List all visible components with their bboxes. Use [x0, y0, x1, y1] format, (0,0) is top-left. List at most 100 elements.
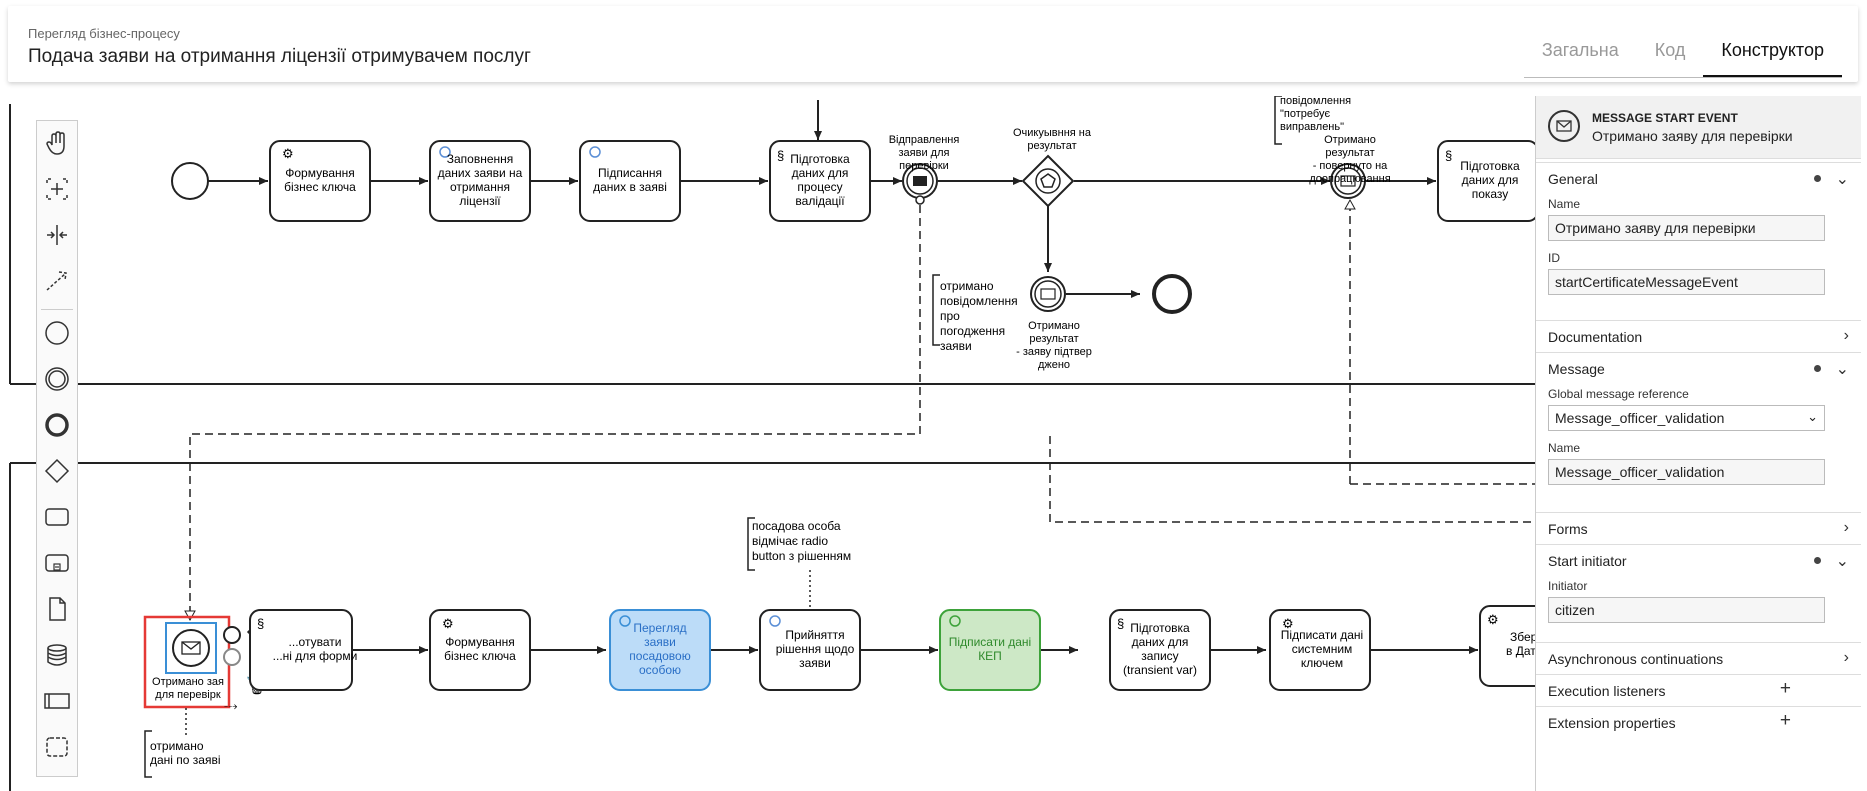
- task-decision[interactable]: Прийняття рішення щодо заяви: [759, 609, 861, 691]
- svg-text:⚙: ⚙: [282, 146, 294, 161]
- event-based-gateway[interactable]: Очикуывння на результат: [1013, 127, 1092, 208]
- connect-tool-icon[interactable]: [43, 266, 71, 294]
- lasso-tool-icon[interactable]: [43, 175, 71, 203]
- received-fix-event[interactable]: Отримано результат - повернуто на доопра…: [1309, 134, 1391, 199]
- send-message-event[interactable]: Відправлення заяви для перевірки: [889, 134, 960, 205]
- task-fill-application[interactable]: Заповнення даних заяви на отримання ліце…: [429, 140, 531, 222]
- chevron-down-icon[interactable]: ⌄: [1835, 361, 1849, 378]
- svg-text:повідомлення: повідомлення: [940, 294, 1018, 308]
- initiator-field[interactable]: citizen: [1548, 597, 1825, 623]
- annotation-received-data: отримано дані по заяві: [144, 708, 221, 778]
- annotation-agreement: отримано повідомлення про погодження зая…: [932, 274, 1018, 353]
- name-label: Name: [1548, 197, 1581, 211]
- group-documentation[interactable]: Documentation ›: [1536, 320, 1861, 351]
- svg-text:отримано: отримано: [940, 279, 994, 293]
- task-save-data-factory[interactable]: ⚙ Зберегти в Дата ф...: [1479, 605, 1535, 687]
- svg-text:Підготовка: Підготовка: [790, 152, 850, 166]
- group-forms[interactable]: Forms ›: [1536, 512, 1861, 543]
- group-general-title[interactable]: General: [1548, 171, 1598, 187]
- group-extension-properties-title[interactable]: Extension properties: [1548, 715, 1676, 731]
- task-prepare-record[interactable]: § Підготовка даних для запису (transient…: [1109, 609, 1211, 691]
- chevron-down-icon[interactable]: ⌄: [1835, 553, 1849, 570]
- view-tabs: Загальна Код Конструктор: [1523, 31, 1842, 78]
- tab-code[interactable]: Код: [1654, 40, 1686, 60]
- received-approved-event[interactable]: Отримано результат - заяву підтвер джено: [1016, 276, 1092, 371]
- chevron-right-icon[interactable]: ›: [1843, 519, 1849, 536]
- page-title: Подача заяви на отримання ліцензії отрим…: [28, 46, 531, 67]
- svg-text:§: §: [257, 616, 264, 631]
- task-business-key-2[interactable]: ⚙ Формування бізнес ключа: [429, 609, 531, 691]
- start-event-icon[interactable]: [43, 319, 71, 347]
- svg-text:Заповнення: Заповнення: [447, 152, 514, 166]
- element-name: Отримано заяву для перевірки: [1592, 128, 1793, 144]
- subprocess-icon[interactable]: [43, 549, 71, 577]
- selected-message-start-event[interactable]: Отримано зая для перевірк: [143, 615, 231, 709]
- data-store-icon[interactable]: [43, 641, 71, 669]
- svg-text:- заяву підтвер: - заяву підтвер: [1016, 346, 1092, 358]
- task-prepare-display[interactable]: § Підготовка даних для показу: [1437, 140, 1535, 222]
- add-icon[interactable]: +: [1779, 710, 1791, 731]
- chevron-right-icon[interactable]: ›: [1843, 327, 1849, 344]
- name-field[interactable]: Отримано заяву для перевірки: [1548, 215, 1825, 241]
- group-async[interactable]: Asynchronous continuations ›: [1536, 642, 1861, 673]
- svg-text:Підготовка: Підготовка: [1130, 621, 1190, 635]
- group-icon[interactable]: [43, 733, 71, 761]
- top-lane: ⚙ Формування бізнес ключа Заповнення дан…: [171, 96, 1535, 622]
- chevron-right-icon[interactable]: ›: [1843, 649, 1849, 666]
- data-object-icon[interactable]: [43, 595, 71, 623]
- properties-panel: MESSAGE START EVENT Отримано заяву для п…: [1535, 96, 1861, 791]
- svg-text:Формування: Формування: [445, 635, 515, 649]
- task-sign-kep[interactable]: Підписати дані КЕП: [939, 609, 1041, 691]
- group-message-title[interactable]: Message: [1548, 361, 1605, 377]
- tab-general[interactable]: Загальна: [1541, 40, 1619, 60]
- group-execution-listeners[interactable]: Execution listeners +: [1536, 674, 1861, 705]
- intermediate-event-icon[interactable]: [43, 365, 71, 393]
- svg-text:даних для: даних для: [1462, 173, 1519, 187]
- task-icon[interactable]: [43, 503, 71, 531]
- svg-text:джено: джено: [1038, 359, 1070, 371]
- chevron-down-icon[interactable]: ⌄: [1835, 171, 1849, 188]
- svg-text:...отувати: ...отувати: [289, 635, 342, 649]
- task-business-key[interactable]: ⚙ Формування бізнес ключа: [269, 140, 371, 222]
- svg-text:Прийняття: Прийняття: [785, 628, 844, 642]
- svg-text:(transient var): (transient var): [1123, 663, 1197, 677]
- task-prepare-form[interactable]: § ...отувати ...ні для форми: [249, 609, 357, 691]
- group-documentation-title[interactable]: Documentation: [1548, 329, 1643, 345]
- id-field[interactable]: startCertificateMessageEvent: [1548, 269, 1825, 295]
- svg-text:валідації: валідації: [795, 194, 845, 208]
- pool-icon[interactable]: [43, 687, 71, 715]
- task-sign-data[interactable]: Підписання даних в заяві: [579, 140, 681, 222]
- task-sign-system-key[interactable]: ⚙ Підписати дані системним ключем: [1269, 609, 1371, 691]
- task-prepare-validation[interactable]: § Підготовка даних для процесу валідації: [769, 140, 871, 222]
- group-start-initiator-title[interactable]: Start initiator: [1548, 553, 1627, 569]
- start-event-top[interactable]: [171, 162, 209, 200]
- svg-text:для перевірк: для перевірк: [155, 689, 221, 701]
- group-forms-title[interactable]: Forms: [1548, 521, 1588, 537]
- svg-text:Підписати дані: Підписати дані: [1281, 628, 1363, 642]
- message-name-field[interactable]: Message_officer_validation: [1548, 459, 1825, 485]
- group-extension-properties[interactable]: Extension properties +: [1536, 706, 1861, 737]
- add-icon[interactable]: +: [1779, 678, 1791, 699]
- tab-constructor[interactable]: Конструктор: [1703, 31, 1842, 77]
- end-event-icon[interactable]: [43, 411, 71, 439]
- message-start-event-icon: [1548, 110, 1580, 142]
- end-event-top[interactable]: [1152, 274, 1192, 314]
- group-execution-listeners-title[interactable]: Execution listeners: [1548, 683, 1666, 699]
- svg-text:Очикуывння на: Очикуывння на: [1013, 127, 1092, 139]
- group-start-initiator: Start initiator ⌄ Initiator citizen: [1536, 544, 1861, 645]
- svg-text:⚙: ⚙: [1282, 616, 1294, 631]
- svg-text:§: §: [1445, 148, 1452, 163]
- message-ref-select[interactable]: Message_officer_validation ⌄: [1548, 405, 1825, 431]
- svg-text:запису: запису: [1141, 649, 1178, 663]
- group-async-title[interactable]: Asynchronous continuations: [1548, 651, 1724, 667]
- task-review-official[interactable]: Перегляд заяви посадовою особою: [609, 609, 711, 691]
- svg-text:Відправлення: Відправлення: [889, 134, 960, 146]
- svg-text:⚙: ⚙: [1487, 612, 1499, 627]
- tool-palette: [36, 120, 78, 777]
- group-general: General ⌄ Name Отримано заяву для переві…: [1536, 162, 1861, 323]
- hand-tool-icon[interactable]: [43, 129, 71, 157]
- bpmn-canvas[interactable]: ⚙ Формування бізнес ключа Заповнення дан…: [0, 96, 1535, 791]
- space-tool-icon[interactable]: [43, 221, 71, 249]
- gateway-icon[interactable]: [43, 457, 71, 485]
- status-dot: [1814, 175, 1821, 182]
